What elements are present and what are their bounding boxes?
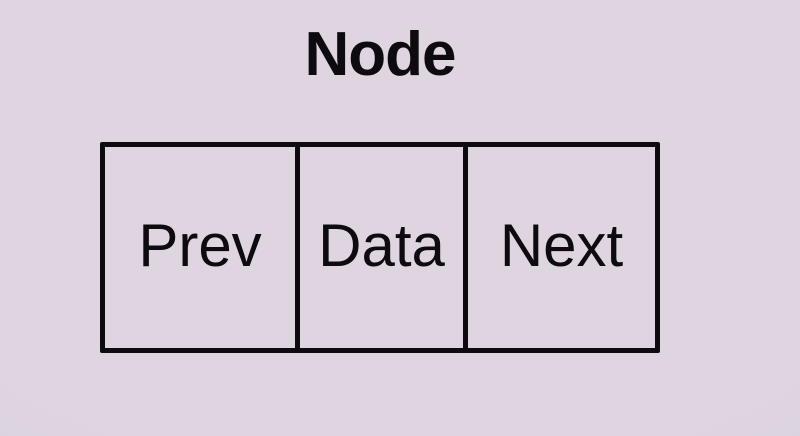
- node-cell-data: Data: [300, 147, 468, 348]
- node-cell-next: Next: [468, 147, 655, 348]
- node-cell-prev-label: Prev: [138, 211, 262, 279]
- node-cell-next-label: Next: [499, 211, 624, 279]
- node-cell-data-label: Data: [318, 211, 445, 279]
- node-box: Prev Data Next: [100, 142, 660, 353]
- node-title: Node: [304, 20, 457, 89]
- node-cell-prev: Prev: [105, 147, 300, 348]
